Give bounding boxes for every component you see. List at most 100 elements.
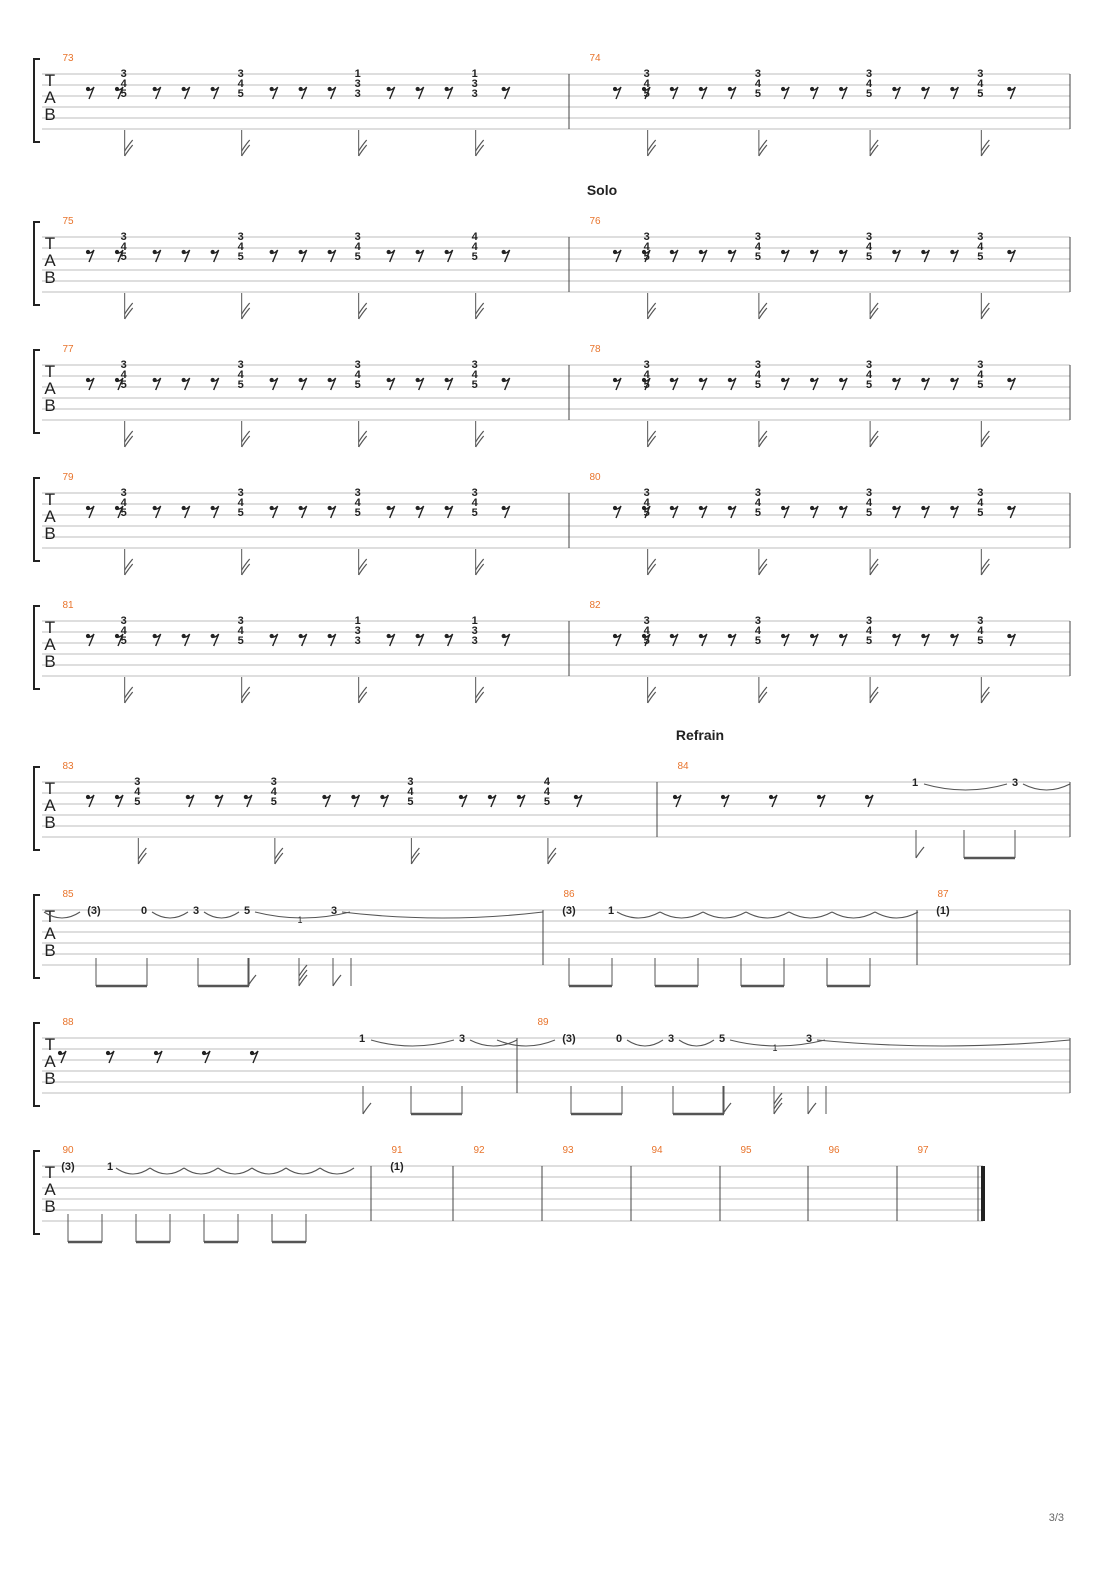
fret-number: 4 [866,78,873,90]
tie [341,911,544,919]
tab-clef-letter: T [45,362,55,381]
fret-number: 5 [472,379,478,391]
tab-clef-letter: A [44,796,56,815]
tie [319,1167,355,1175]
system-bracket [33,221,40,306]
fret-number: (3) [562,1033,576,1045]
tie [678,1039,715,1047]
fret-number: 3 [238,359,244,371]
fret-number: 5 [121,88,127,100]
section-label: Solo [587,182,617,198]
fret-number: 3 [755,359,761,371]
fret-number: 3 [644,359,650,371]
fret-number: 5 [238,635,244,647]
fret-number: 5 [755,379,761,391]
fret-number: 4 [271,786,278,798]
fret-number: 3 [472,359,478,371]
fret-number: 4 [238,241,245,253]
fret-number: 4 [238,369,245,381]
fret-number: 4 [472,241,479,253]
fret-number: 3 [238,615,244,627]
fret-number: 3 [472,487,478,499]
measure: 93 [541,1145,574,1221]
fret-number: 5 [977,379,983,391]
fret-number: 3 [644,487,650,499]
fret-number: 5 [121,379,127,391]
fret-number: (1) [936,905,950,917]
fret-number: 4 [977,241,984,253]
tie [203,911,240,919]
tie [149,1167,185,1175]
fret-number: 3 [238,487,244,499]
fret-number: 1 [297,915,302,925]
fret-number: 3 [755,68,761,80]
measure-number: 75 [62,216,74,227]
tie [115,1167,151,1175]
measure-number: 92 [473,1145,485,1156]
fret-number: 4 [472,231,479,243]
tab-clef-letter: B [44,813,55,832]
fret-number: 5 [121,635,127,647]
tie [285,1167,321,1175]
fret-number: 3 [331,905,337,917]
tie [616,911,661,919]
measure-number: 82 [589,600,601,611]
fret-number: 5 [977,507,983,519]
fret-number: 4 [644,241,651,253]
fret-number: 5 [238,251,244,263]
fret-number: 4 [134,786,141,798]
fret-number: 5 [644,507,650,519]
fret-number: 4 [755,625,762,637]
measure-number: 80 [589,472,601,483]
fret-number: 3 [472,635,478,647]
measure-number: 79 [62,472,74,483]
fret-number: 3 [668,1033,674,1045]
tab-clef-letter: T [45,618,55,637]
fret-number: 4 [355,241,362,253]
tie [370,1039,455,1047]
fret-number: 3 [121,615,127,627]
fret-number: 3 [459,1033,465,1045]
fret-number: 5 [355,379,361,391]
tab-clef-letter: T [45,490,55,509]
fret-number: 3 [1012,777,1018,789]
fret-number: 5 [355,251,361,263]
tie [788,911,833,919]
measure: 95 [719,1145,752,1221]
fret-number: 3 [238,231,244,243]
tie [659,911,704,919]
fret-number: 3 [472,625,478,637]
fret-number: 3 [866,68,872,80]
tie [831,911,876,919]
tie [745,911,790,919]
fret-number: 3 [806,1033,812,1045]
tie [469,1039,518,1047]
fret-number: 1 [472,68,478,80]
tie [496,1039,556,1047]
fret-number: 4 [755,369,762,381]
measure-number: 96 [828,1145,840,1156]
fret-number: 1 [355,68,361,80]
tie [702,911,747,919]
measure: 91(1) [370,1145,404,1221]
fret-number: 4 [544,786,551,798]
fret-number: 4 [644,625,651,637]
fret-number: 4 [544,776,551,788]
fret-number: 3 [644,231,650,243]
fret-number: 4 [755,497,762,509]
fret-number: 3 [271,776,277,788]
fret-number: 3 [644,615,650,627]
fret-number: 5 [866,88,872,100]
fret-number: 5 [644,251,650,263]
tab-clef-letter: A [44,1052,56,1071]
measure: 90(3)1 [61,1145,355,1244]
fret-number: 1 [608,905,614,917]
